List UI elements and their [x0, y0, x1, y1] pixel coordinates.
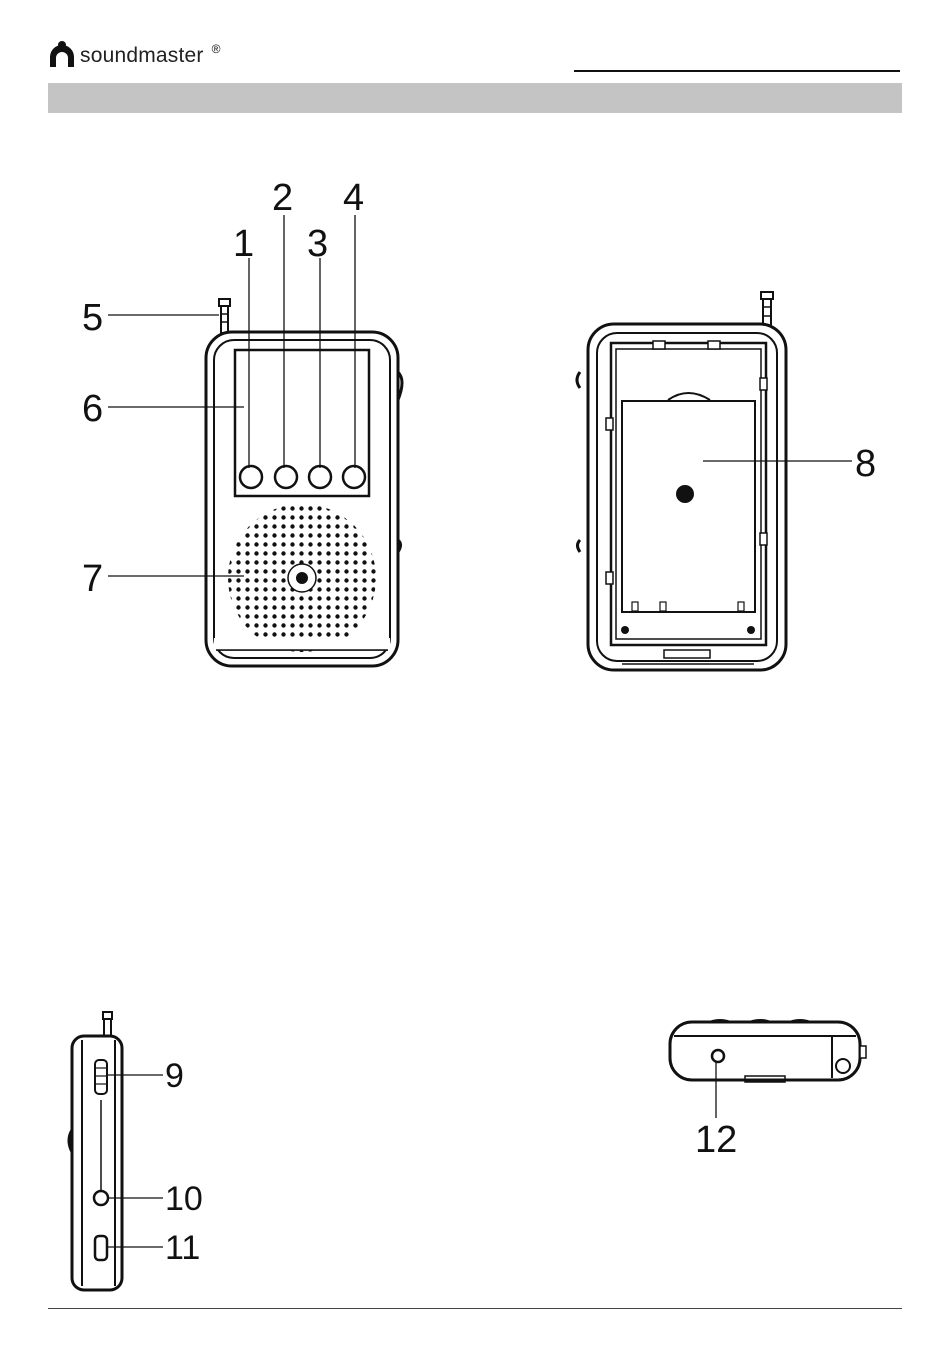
callout-4: 4: [343, 177, 364, 219]
front-button-4: [343, 466, 365, 488]
callout-1: 1: [233, 223, 254, 265]
front-antenna: [219, 299, 230, 333]
front-button-3: [309, 466, 331, 488]
side-view: [69, 1012, 163, 1290]
callout-5: 5: [82, 297, 103, 339]
bottom-view: [670, 1020, 866, 1118]
front-button-2: [275, 466, 297, 488]
footer-rule: [48, 1308, 902, 1309]
callout-11: 11: [165, 1229, 200, 1267]
dc-socket: [712, 1050, 724, 1062]
callout-10: 10: [165, 1180, 203, 1218]
callout-6: 6: [82, 388, 103, 430]
callout-12: 12: [695, 1119, 737, 1161]
volume-wheel: [95, 1060, 107, 1094]
callout-3: 3: [307, 223, 328, 265]
battery-compartment: [622, 401, 755, 612]
front-button-1: [240, 466, 262, 488]
callout-9: 9: [165, 1057, 184, 1095]
usb-port: [95, 1236, 107, 1260]
front-view: [108, 215, 402, 666]
callout-7: 7: [82, 558, 103, 600]
headphone-jack: [94, 1191, 108, 1205]
callout-2: 2: [272, 177, 293, 219]
back-view: [577, 292, 852, 670]
callout-8: 8: [855, 443, 876, 485]
